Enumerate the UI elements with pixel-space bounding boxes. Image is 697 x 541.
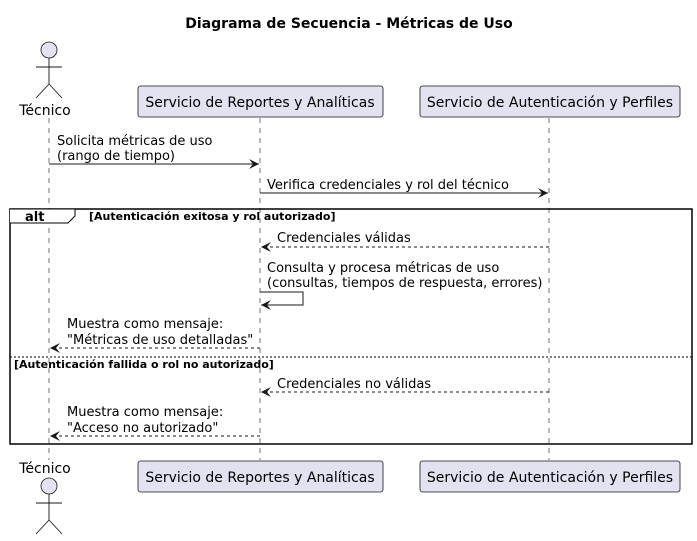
actor-tecnico-bottom: Técnico: [18, 461, 71, 535]
message-self-arrow: [260, 291, 304, 310]
actor-body-icon: [35, 494, 63, 535]
message-text-line: "Métricas de uso detalladas": [67, 333, 253, 348]
participant-reportes-top: Servicio de Reportes y Analíticas: [137, 85, 384, 118]
participant-auth-bottom: Servicio de Autenticación y Perfiles: [419, 460, 681, 493]
message-acceso-no-autorizado: Muestra como mensaje: "Acceso no autoriz…: [50, 405, 260, 441]
participant-label-auth: Servicio de Autenticación y Perfiles: [427, 95, 673, 111]
actor-head-icon: [40, 41, 58, 59]
alt-keyword: alt: [25, 210, 44, 225]
message-text-line: (consultas, tiempos de respuesta, errore…: [267, 276, 542, 291]
message-verifica-credenciales: Verifica credenciales y rol del técnico: [260, 178, 548, 198]
message-text-line: Credenciales no válidas: [277, 377, 431, 392]
participant-label-tecnico: Técnico: [18, 461, 71, 477]
message-text-line: Muestra como mensaje:: [67, 317, 223, 332]
message-text-line: Muestra como mensaje:: [67, 405, 223, 420]
message-solicita-metricas: Solicita métricas de uso (rango de tiemp…: [49, 134, 259, 169]
participant-label-reportes: Servicio de Reportes y Analíticas: [145, 470, 374, 486]
message-text-line: Credenciales válidas: [277, 231, 411, 246]
message-text-line: (rango de tiempo): [57, 149, 175, 164]
actor-head-icon: [40, 477, 58, 495]
message-text-line: Consulta y procesa métricas de uso: [267, 261, 499, 276]
alt-guard-1: [Autenticación exitosa y rol autorizado]: [89, 210, 335, 223]
actor-tecnico-top: Técnico: [18, 41, 71, 119]
participant-label-auth: Servicio de Autenticación y Perfiles: [427, 470, 673, 486]
message-credenciales-no-validas: Credenciales no válidas: [261, 377, 549, 397]
participant-label-tecnico: Técnico: [18, 103, 71, 119]
message-text-line: "Acceso no autorizado": [67, 421, 218, 436]
message-text-line: Solicita métricas de uso: [57, 134, 213, 149]
participant-reportes-bottom: Servicio de Reportes y Analíticas: [137, 460, 384, 493]
participant-auth-top: Servicio de Autenticación y Perfiles: [419, 85, 681, 118]
alt-fragment: alt [Autenticación exitosa y rol autoriz…: [9, 208, 693, 445]
message-text-line: Verifica credenciales y rol del técnico: [267, 178, 509, 193]
alt-guard-2: [Autenticación fallida o rol no autoriza…: [14, 358, 274, 371]
message-credenciales-validas: Credenciales válidas: [261, 231, 549, 252]
message-consulta-procesa: Consulta y procesa métricas de uso (cons…: [260, 261, 542, 310]
diagram-title: Diagrama de Secuencia - Métricas de Uso: [185, 16, 513, 32]
alt-tab: [10, 208, 76, 224]
actor-body-icon: [35, 58, 63, 99]
participant-label-reportes: Servicio de Reportes y Analíticas: [145, 95, 374, 111]
message-muestra-metricas: Muestra como mensaje: "Métricas de uso d…: [50, 317, 260, 353]
